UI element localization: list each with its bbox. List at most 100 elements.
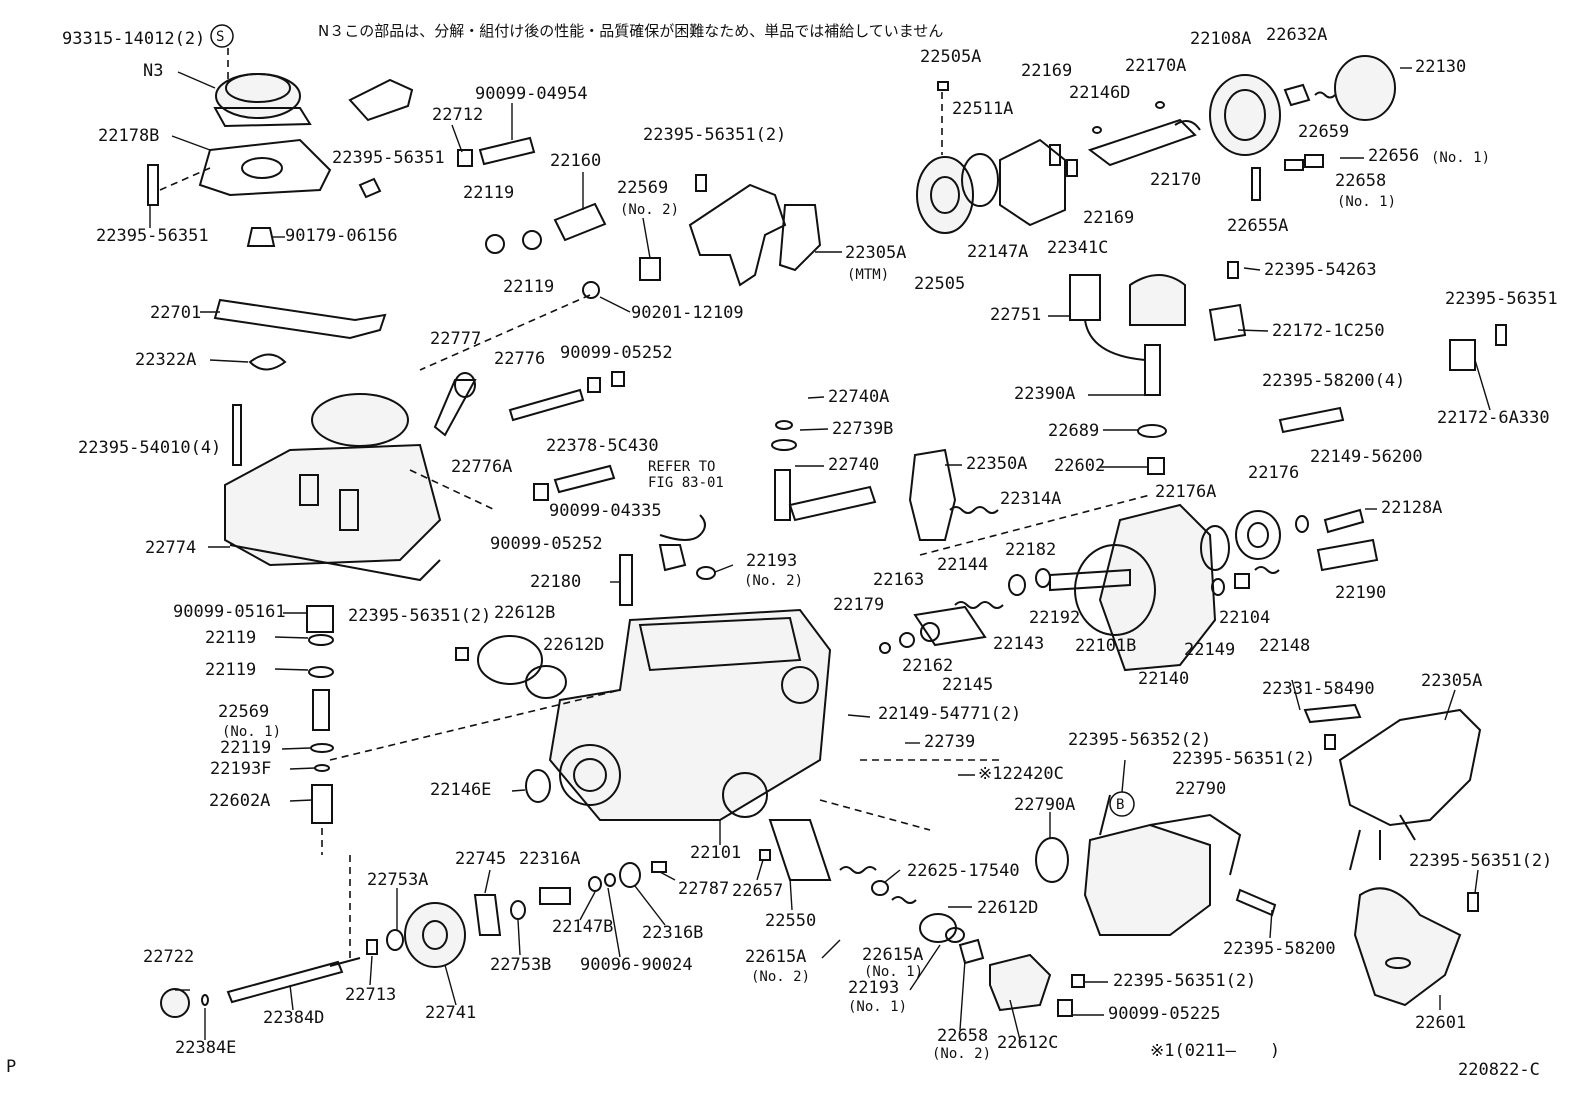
part-label: (MTM): [847, 267, 889, 283]
part-label: (No. 1): [1431, 150, 1490, 166]
part-label: (No. 1): [848, 999, 907, 1015]
part-label: 22192: [1029, 608, 1080, 628]
part-label: 22128A: [1381, 498, 1442, 518]
part-label: 22341C: [1047, 238, 1108, 258]
part-label: 22713: [345, 985, 396, 1005]
svg-text:S: S: [216, 29, 224, 45]
part-label: 22615A: [862, 945, 923, 965]
svg-text:B: B: [1116, 797, 1124, 813]
part-label: 22119: [503, 277, 554, 297]
part-label: 22777: [430, 329, 481, 349]
part-label: 22774: [145, 538, 196, 558]
footnote: ※1(0211— ): [1150, 1041, 1280, 1061]
part-label: 22180: [530, 572, 581, 592]
part-label: 22722: [143, 947, 194, 967]
part-label: 22143: [993, 634, 1044, 654]
part-label: 22169: [1021, 61, 1072, 81]
part-label: 22739B: [832, 419, 893, 439]
part-label: 22395-54263: [1264, 260, 1377, 280]
part-label: 22655A: [1227, 216, 1288, 236]
part-label: (No. 2): [932, 1046, 991, 1062]
part-label: 22601: [1415, 1013, 1466, 1033]
part-label: 22130: [1415, 57, 1466, 77]
part-label: 22176: [1248, 463, 1299, 483]
part-label: 22790A: [1014, 795, 1075, 815]
part-label: 22550: [765, 911, 816, 931]
part-label: 22511A: [952, 99, 1013, 119]
part-label: 22179: [833, 595, 884, 615]
part-label: 22193: [746, 551, 797, 571]
part-label: 22316B: [642, 923, 703, 943]
part-label: 22160: [550, 151, 601, 171]
part-label: 22148: [1259, 636, 1310, 656]
part-label: 22149-54771(2): [878, 704, 1021, 724]
part-label: 22658: [937, 1026, 988, 1046]
part-label: 22350A: [966, 454, 1027, 474]
part-label: 22395-56352(2): [1068, 730, 1211, 750]
part-label: 22658: [1335, 171, 1386, 191]
part-label: 22162: [902, 656, 953, 676]
part-label: 22776: [494, 349, 545, 369]
part-label: 93315-14012(2): [62, 29, 205, 49]
part-label: 22701: [150, 303, 201, 323]
part-label: 22395-56351(2): [1172, 749, 1315, 769]
part-label: 22331-58490: [1262, 679, 1375, 699]
part-label: 22569: [617, 178, 668, 198]
part-label: 22384D: [263, 1008, 324, 1028]
part-label: 22741: [425, 1003, 476, 1023]
part-label: 22322A: [135, 350, 196, 370]
part-label: 22305A: [1421, 671, 1482, 691]
part-label: 22101: [690, 843, 741, 863]
part-label: 22632A: [1266, 25, 1327, 45]
part-label: 22740: [828, 455, 879, 475]
part-label: 22149-56200: [1310, 447, 1423, 467]
part-label: 22140: [1138, 669, 1189, 689]
figure-code: 220822-C: [1458, 1060, 1540, 1080]
part-label: (No. 1): [1337, 194, 1396, 210]
part-label: 22739: [924, 732, 975, 752]
part-label: 22615A: [745, 947, 806, 967]
part-label: 22378-5C430: [546, 436, 659, 456]
part-label: 22505A: [920, 47, 981, 67]
part-label: 22108A: [1190, 29, 1251, 49]
part-label: 22169: [1083, 208, 1134, 228]
part-label: 22182: [1005, 540, 1056, 560]
part-label: 22505: [914, 274, 965, 294]
part-label: 22170: [1150, 170, 1201, 190]
part-label: 22395-56351: [1445, 289, 1558, 309]
part-label: 22146E: [430, 780, 491, 800]
part-label: 90099-05225: [1108, 1004, 1221, 1024]
part-label: 22689: [1048, 421, 1099, 441]
part-label: 22745: [455, 849, 506, 869]
part-label: 22712: [432, 105, 483, 125]
part-label: 22790: [1175, 779, 1226, 799]
leader-lines: [149, 67, 1491, 1041]
part-label: 22395-58200: [1223, 939, 1336, 959]
part-label: 22787: [678, 879, 729, 899]
part-label: (No. 2): [744, 573, 803, 589]
part-label: 22119: [205, 660, 256, 680]
part-label: 22625-17540: [907, 861, 1020, 881]
part-label: 22395-56351(2): [1409, 851, 1552, 871]
part-label: 22395-56351: [96, 226, 209, 246]
part-label: 22193: [848, 978, 899, 998]
part-label: 22147A: [967, 242, 1028, 262]
part-label: (No. 1): [222, 724, 281, 740]
part-label: 22612D: [543, 635, 604, 655]
part-label: 90099-05252: [560, 343, 673, 363]
part-label: 90099-04335: [549, 501, 662, 521]
part-label: 22193F: [210, 759, 271, 779]
part-label: 22147B: [552, 917, 613, 937]
part-label: 22776A: [451, 457, 512, 477]
part-label: (No. 1): [864, 964, 923, 980]
part-label: 22104: [1219, 608, 1270, 628]
part-label: 22119: [220, 738, 271, 758]
part-label: N3: [143, 61, 163, 81]
part-label: 22144: [937, 555, 988, 575]
part-label: 90179-06156: [285, 226, 398, 246]
part-label: 22657: [732, 881, 783, 901]
part-label: 22659: [1298, 122, 1349, 142]
part-label: 22656: [1368, 146, 1419, 166]
